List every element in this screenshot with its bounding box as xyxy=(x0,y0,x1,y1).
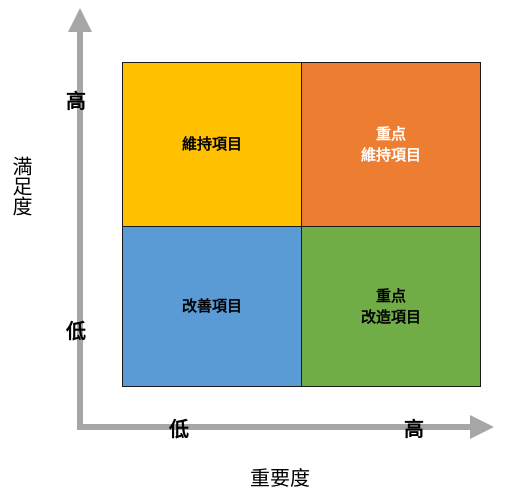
quadrant-maintain: 維持項目 xyxy=(122,62,302,227)
quadrant-priority-reform: 重点 改造項目 xyxy=(301,226,481,387)
x-axis-high-label: 高 xyxy=(404,417,424,441)
x-axis-title: 重要度 xyxy=(250,466,310,490)
quadrant-priority-maintain: 重点 維持項目 xyxy=(301,62,481,227)
y-axis-low-label: 低 xyxy=(66,319,86,343)
y-axis-title: 満足度 xyxy=(9,156,33,216)
y-axis-high-label: 高 xyxy=(66,89,86,113)
quadrant-improve: 改善項目 xyxy=(122,226,302,387)
x-axis-arrowhead xyxy=(470,415,494,439)
y-axis-arrowhead xyxy=(68,8,92,32)
x-axis-low-label: 低 xyxy=(169,417,189,441)
